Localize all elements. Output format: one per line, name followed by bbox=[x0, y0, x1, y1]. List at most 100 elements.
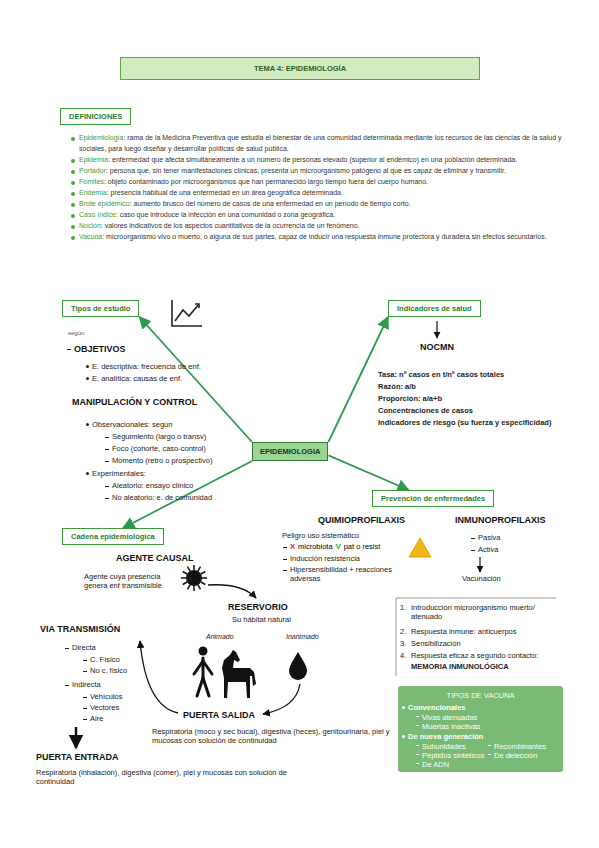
bullet bbox=[65, 648, 69, 649]
definition-term: Fomites bbox=[79, 178, 104, 185]
bullet bbox=[488, 745, 491, 746]
note-text: 3. bbox=[400, 639, 406, 648]
note-text: Inanimado bbox=[286, 633, 319, 642]
warning-icon bbox=[409, 538, 431, 557]
bullet bbox=[86, 377, 89, 380]
virus-spike bbox=[188, 567, 191, 571]
virus-spike bbox=[198, 585, 201, 589]
note-text: Razón: a/b bbox=[378, 382, 416, 391]
note-text: Peligro uso sistemático bbox=[282, 531, 359, 540]
note-text: Respiratoria (moco y sec bucal), digesti… bbox=[152, 727, 404, 746]
box-label: Cadena epidemiológica bbox=[71, 532, 155, 541]
connector-arrow bbox=[328, 455, 408, 490]
note-text: Aleatorio: ensayo clínico bbox=[112, 481, 193, 490]
note-text: pat o resist bbox=[344, 542, 381, 551]
definition-term: Vacuna bbox=[79, 233, 102, 240]
note-text: E. descriptiva: frecuencia de enf. bbox=[92, 362, 201, 371]
definition: Fomites: objeto contaminado por microorg… bbox=[70, 177, 562, 188]
branch-box: Prevención de enfermedades bbox=[372, 490, 494, 507]
bullet bbox=[283, 559, 287, 560]
definition: Vacuna: microorganismo vivo o muerto, o … bbox=[70, 232, 562, 243]
definition-text: : presencia habitual de una enfermedad e… bbox=[107, 189, 343, 196]
note-text: 2. bbox=[400, 627, 406, 636]
water-drop bbox=[289, 652, 307, 680]
note-text: Directa bbox=[72, 643, 96, 652]
note-text: Agente cuya presencia genera enf transmi… bbox=[84, 572, 170, 591]
section-heading: OBJETIVOS bbox=[74, 344, 126, 355]
vaccine-type: Péptidos sintéticos bbox=[422, 751, 485, 760]
note-text: según bbox=[68, 330, 84, 338]
bullet bbox=[416, 754, 419, 755]
cycle-arrow bbox=[263, 684, 300, 714]
vaccine-type: De ADN bbox=[422, 760, 449, 769]
definition-term: Caso índice bbox=[79, 211, 116, 218]
definition-text: : microorganismo vivo o muerto, o alguna… bbox=[102, 233, 546, 240]
note-text: 4. bbox=[400, 651, 406, 660]
definition-term: Epidemiología bbox=[79, 134, 123, 141]
note-text: Indicadores de riesgo (su fuerza y espec… bbox=[378, 418, 551, 427]
note-text: Activa bbox=[478, 545, 498, 554]
bullet bbox=[416, 763, 419, 764]
virus-spike bbox=[201, 572, 205, 575]
human-figure bbox=[194, 647, 212, 697]
mark-symbol: X bbox=[290, 542, 295, 551]
section-header: DEFINICIONES bbox=[60, 108, 131, 125]
cycle-arrow bbox=[208, 585, 256, 598]
bullet bbox=[71, 137, 75, 141]
bullet bbox=[71, 214, 75, 218]
box-label: Indicadores de salud bbox=[397, 304, 472, 313]
branch-box: Indicadores de salud bbox=[388, 300, 481, 317]
chart-icon bbox=[172, 300, 202, 326]
definition: Portador: persona que, sin tener manifes… bbox=[70, 166, 562, 177]
branch-box: Cadena epidemiológica bbox=[62, 528, 164, 545]
box-label: Tipos de estudio bbox=[71, 304, 130, 313]
bullet bbox=[105, 486, 109, 487]
central-box: EPIDEMIOLOGIA bbox=[252, 442, 328, 461]
note-text: Hipersensibilidad + reacciones adversas bbox=[290, 565, 408, 584]
vaccine-type: De nueva generación bbox=[408, 732, 483, 741]
definition-text: : aumento brusco del número de casos de … bbox=[130, 200, 411, 207]
note-text: Sensibilización bbox=[411, 639, 461, 648]
box-label: DEFINICIONES bbox=[69, 112, 122, 121]
bullet bbox=[71, 225, 75, 229]
definition: Epidemiología: rama de la Medicina Preve… bbox=[70, 133, 562, 154]
virus-icon bbox=[181, 565, 207, 591]
cycle-arrow bbox=[140, 641, 178, 713]
section-heading: VIA TRANSMISIÓN bbox=[40, 624, 120, 635]
box-label: Prevención de enfermedades bbox=[381, 494, 485, 503]
vaccine-type: Muertas inactivas bbox=[422, 722, 480, 731]
bullet bbox=[283, 547, 287, 548]
bullet bbox=[71, 181, 75, 185]
note-text: Tasa: nº casos en t/nº casos totales bbox=[378, 370, 504, 379]
virus-spike bbox=[181, 577, 186, 579]
branch-box: Tipos de estudio bbox=[62, 300, 139, 317]
vaccine-box: TIPOS DE VACUNAConvencionalesVivas atenu… bbox=[398, 686, 563, 772]
virus-spike bbox=[201, 582, 205, 585]
note-text: Animado bbox=[206, 633, 234, 642]
definition-term: Epidemia bbox=[79, 156, 108, 163]
note-text: Foco (cohorte, caso-control) bbox=[112, 444, 206, 453]
bullet bbox=[83, 719, 87, 720]
note-text: No aleatorio: e. de comunidad bbox=[112, 493, 212, 502]
note-text: Aire bbox=[90, 714, 103, 723]
bullet bbox=[71, 236, 75, 240]
virus-spike bbox=[198, 567, 201, 571]
bullet bbox=[402, 735, 405, 738]
bullet bbox=[105, 437, 109, 438]
note-text: Introducción microorganismo muerto/ aten… bbox=[411, 603, 559, 622]
note-text: Pasiva bbox=[478, 533, 501, 542]
definition-term: Portador bbox=[79, 167, 106, 174]
section-heading: PUERTA SALIDA bbox=[183, 710, 255, 721]
definition-text: : enfermedad que afecta simultáneamente … bbox=[108, 156, 517, 163]
box-heading: TIPOS DE VACUNA bbox=[398, 691, 563, 700]
definition-text: : valores indicativos de los aspectos cu… bbox=[101, 222, 360, 229]
bullet bbox=[105, 498, 109, 499]
horse-figure bbox=[222, 650, 256, 698]
inline-row: XmicrobiotaVpat o resist bbox=[290, 542, 380, 551]
bullet bbox=[65, 685, 69, 686]
bullet bbox=[488, 754, 491, 755]
mark-symbol: V bbox=[336, 542, 341, 551]
bullet bbox=[71, 159, 75, 163]
bullet bbox=[402, 706, 405, 709]
bullet bbox=[283, 570, 287, 571]
